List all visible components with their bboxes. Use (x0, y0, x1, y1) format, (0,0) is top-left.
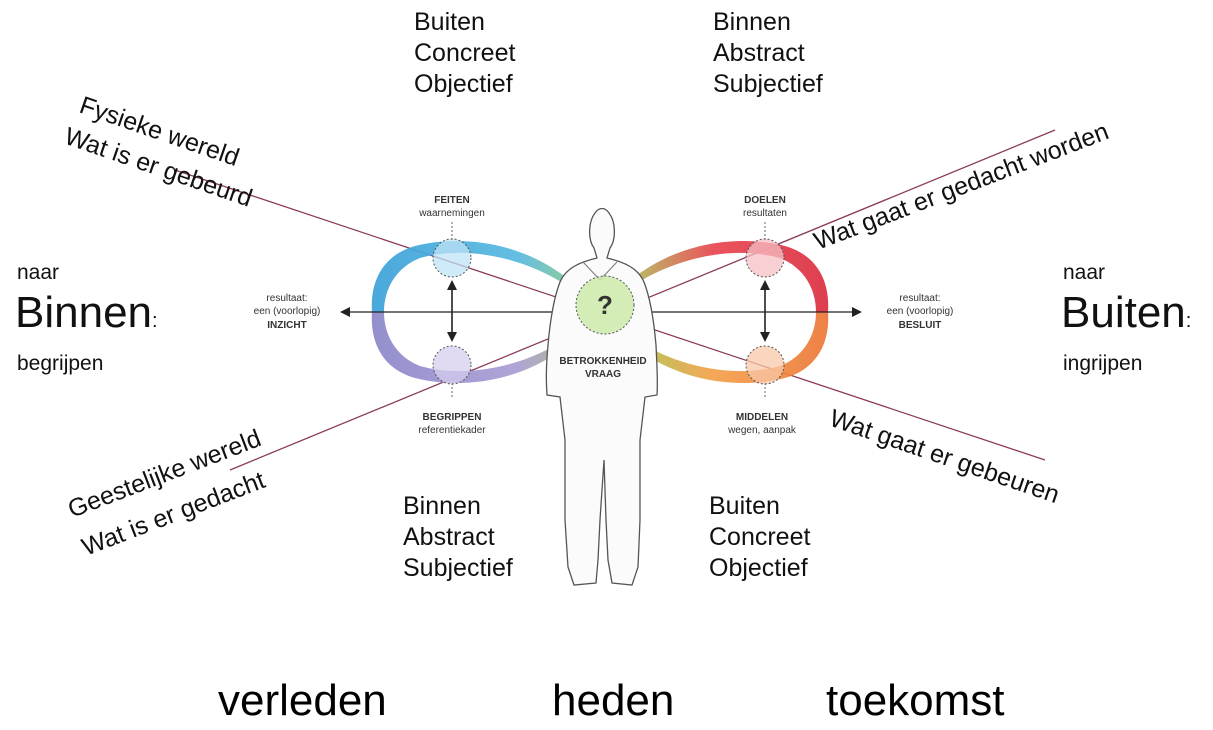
left-naar: naar (17, 261, 60, 284)
arrow-up-icon (447, 280, 457, 290)
block-line: Buiten (414, 8, 485, 36)
block-line: Abstract (713, 39, 805, 67)
begrippen-sub: referentiekader (418, 425, 486, 436)
center-sub: VRAAG (585, 369, 621, 380)
left-begrijpen: begrijpen (17, 352, 104, 375)
top-left-block: Buiten Concreet Objectief (414, 7, 515, 100)
infinity-top-band (371, 240, 829, 312)
doelen-circle (745, 238, 785, 278)
right-naar: naar (1063, 261, 1106, 284)
timeline-verleden: verleden (218, 676, 387, 725)
right-ingrijpen: ingrijpen (1063, 352, 1143, 375)
doelen-sub: resultaten (743, 208, 787, 219)
wat-gaat-er-gebeuren-label: Wat gaat er gebeuren (826, 404, 1063, 509)
arrow-up-icon (760, 280, 770, 290)
arrow-down-icon (447, 332, 457, 342)
right-result-sub: een (voorlopig) (887, 306, 954, 317)
feiten-sub: waarnemingen (418, 208, 485, 219)
block-line: Subjectief (713, 70, 823, 98)
left-binnen: Binnen: (15, 288, 158, 338)
left-binnen-word: Binnen (15, 288, 153, 337)
block-line: Objectief (414, 70, 513, 98)
middelen-title: MIDDELEN (736, 412, 788, 423)
bottom-left-block: Binnen Abstract Subjectief (403, 491, 513, 584)
arrow-down-icon (760, 332, 770, 342)
center-title: BETROKKENHEID (559, 356, 646, 367)
begrippen-title: BEGRIPPEN (423, 412, 482, 423)
block-line: Binnen (403, 492, 481, 520)
block-line: Binnen (713, 8, 791, 36)
block-line: Objectief (709, 554, 808, 582)
right-result-value: BESLUIT (899, 320, 942, 331)
left-result-value: INZICHT (267, 320, 306, 331)
left-colon: : (152, 310, 158, 332)
left-result-sub: een (voorlopig) (254, 306, 321, 317)
block-line: Concreet (709, 523, 811, 551)
block-line: Subjectief (403, 554, 513, 582)
timeline-heden: heden (552, 676, 675, 725)
right-buiten-word: Buiten (1061, 288, 1186, 337)
infinity-bottom-band (371, 312, 829, 384)
middelen-sub: wegen, aanpak (727, 425, 797, 436)
top-right-block: Binnen Abstract Subjectief (713, 7, 823, 100)
doelen-title: DOELEN (744, 195, 786, 206)
center-circle (575, 275, 635, 335)
block-line: Buiten (709, 492, 780, 520)
arrow-right-icon (852, 307, 862, 317)
begrippen-circle (432, 345, 472, 385)
block-line: Abstract (403, 523, 495, 551)
timeline-toekomst: toekomst (826, 676, 1005, 725)
person-silhouette (545, 207, 659, 586)
block-line: Concreet (414, 39, 516, 67)
arrow-left-icon (340, 307, 350, 317)
right-buiten: Buiten: (1061, 288, 1191, 338)
feiten-circle (432, 238, 472, 278)
middelen-circle (745, 345, 785, 385)
right-colon: : (1185, 310, 1192, 332)
bottom-right-block: Buiten Concreet Objectief (709, 491, 810, 584)
feiten-title: FEITEN (434, 195, 470, 206)
right-result-label: resultaat: (899, 293, 940, 304)
question-mark: ? (597, 290, 613, 320)
wat-gaat-er-gedacht-worden-label: Wat gaat er gedacht worden (810, 117, 1112, 255)
left-result-label: resultaat: (266, 293, 307, 304)
